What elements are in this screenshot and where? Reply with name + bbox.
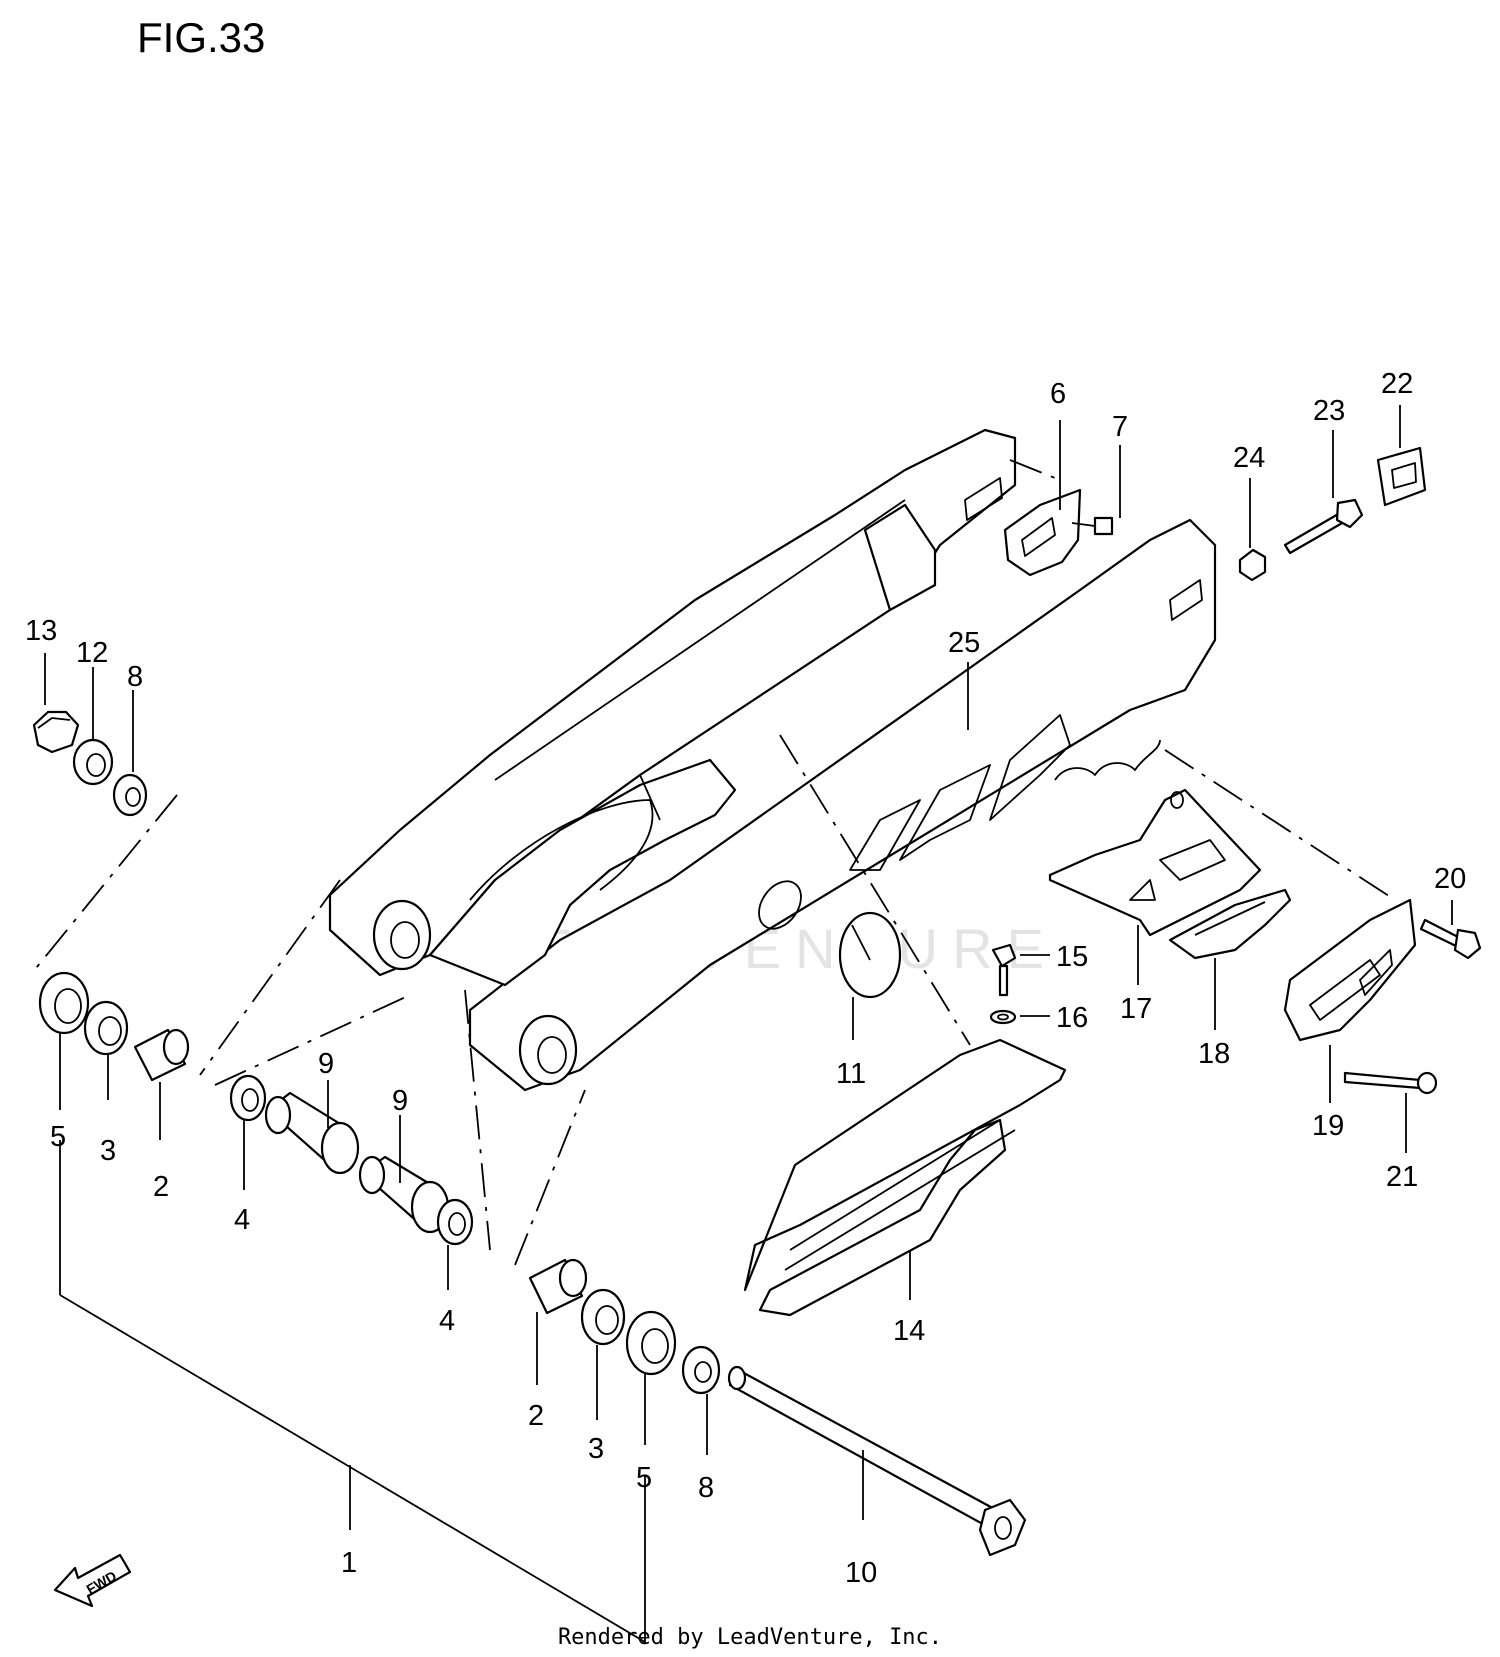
callout-21: 21 (1386, 1161, 1418, 1193)
part-10-pivot-shaft[interactable] (727, 1365, 1027, 1557)
callout-3-left: 3 (100, 1135, 116, 1167)
callout-4-lower: 4 (439, 1305, 455, 1337)
part-8-washer-upper[interactable] (112, 773, 148, 817)
callout-13: 13 (25, 615, 57, 647)
callout-23: 23 (1313, 395, 1345, 427)
swingarm[interactable] (328, 428, 1217, 1092)
adjuster-slot-left (964, 477, 1003, 521)
callout-6: 6 (1050, 378, 1066, 410)
plug-11-line (851, 924, 871, 961)
callout-3-lower: 3 (588, 1433, 604, 1465)
callout-12: 12 (76, 637, 108, 669)
callout-11: 11 (836, 1058, 866, 1090)
adjuster-slot-right (1169, 579, 1203, 621)
plug-11 (838, 911, 902, 999)
figure-title: FIG.33 (137, 14, 266, 61)
phantom-lines (31, 459, 1396, 1266)
forward-direction-badge: FWD (53, 1553, 132, 1608)
callout-5-left: 5 (50, 1121, 66, 1153)
part-19-guard-plate[interactable] (1283, 898, 1417, 1042)
callout-1: 1 (341, 1547, 357, 1579)
swingarm-arm-edge (494, 499, 906, 821)
callout-7: 7 (1112, 411, 1128, 443)
callout-2-left: 2 (153, 1171, 169, 1203)
part-20-bolt[interactable] (1419, 918, 1482, 960)
callout-9-first: 9 (318, 1048, 334, 1080)
part-7-screw[interactable] (1071, 516, 1114, 536)
callout-4-upper: 4 (234, 1204, 250, 1236)
callout-10: 10 (845, 1557, 877, 1589)
part-23-bolt[interactable] (1283, 498, 1364, 555)
callout-8-lower: 8 (698, 1472, 714, 1504)
callout-18: 18 (1198, 1038, 1230, 1070)
callout-25: 25 (948, 627, 980, 659)
part-9-sleeve-2[interactable] (358, 1155, 450, 1234)
part-6-adjuster-plate[interactable] (1003, 488, 1082, 577)
part-15-bolt[interactable] (991, 943, 1017, 997)
callout-19: 19 (1312, 1110, 1344, 1142)
lower-bosses (1054, 739, 1161, 781)
part-2-bushing-lower[interactable] (528, 1258, 588, 1315)
part-14-chain-slider[interactable] (743, 1038, 1067, 1317)
left-pivot-bore (390, 921, 420, 959)
part-4-spacer-lower[interactable] (436, 1198, 474, 1246)
part-3-bearing-left[interactable] (83, 1000, 129, 1056)
callout-15: 15 (1056, 941, 1088, 973)
part-18-guide-slider[interactable] (1168, 888, 1292, 960)
leader-lines (44, 405, 1453, 1644)
left-pivot-eye (372, 899, 432, 971)
part-9-sleeve-1[interactable] (264, 1091, 360, 1175)
part-4-spacer-upper[interactable] (229, 1074, 267, 1122)
callout-9-second: 9 (392, 1085, 408, 1117)
callout-24: 24 (1233, 442, 1265, 474)
callout-2-lower: 2 (528, 1400, 544, 1432)
callout-14: 14 (893, 1315, 925, 1347)
upper-guide-block (863, 503, 937, 612)
part-13-nut[interactable] (32, 710, 80, 754)
right-pivot-eye (518, 1014, 578, 1086)
part-3-bearing-lower[interactable] (580, 1288, 626, 1346)
decal-outline (849, 714, 1071, 871)
callout-8-upper: 8 (127, 661, 143, 693)
callout-20: 20 (1434, 863, 1466, 895)
part-8-washer-lower[interactable] (681, 1345, 721, 1395)
part-22-clip[interactable] (1376, 446, 1427, 507)
part-5-seal-lower[interactable] (625, 1310, 677, 1376)
part-2-bushing-left[interactable] (133, 1028, 190, 1082)
swingarm-brace-arch (469, 799, 654, 901)
right-pivot-bore (537, 1036, 567, 1074)
part-5-seal-left[interactable] (38, 971, 90, 1035)
render-credit: Rendered by LeadVenture, Inc. (557, 1625, 943, 1650)
part-12-washer[interactable] (72, 738, 114, 786)
part-16-washer[interactable] (989, 1009, 1017, 1025)
part-17-chain-guide-bracket[interactable] (1048, 788, 1262, 937)
callout-22: 22 (1381, 368, 1413, 400)
part-21-bolt[interactable] (1343, 1071, 1438, 1095)
part-24-nut[interactable] (1238, 548, 1267, 582)
arm-cutout (758, 880, 802, 930)
callout-16: 16 (1056, 1002, 1088, 1034)
callout-17: 17 (1120, 993, 1152, 1025)
callout-5-lower: 5 (636, 1462, 652, 1494)
callout-labels: 13 12 8 5 3 2 4 9 9 4 2 3 5 8 1 10 11 14… (25, 368, 1466, 1589)
